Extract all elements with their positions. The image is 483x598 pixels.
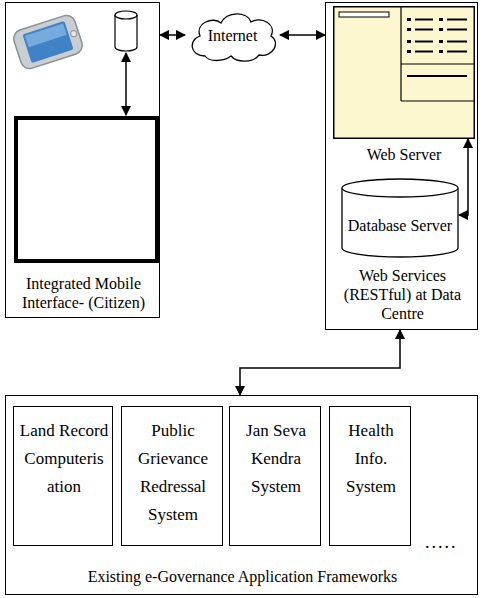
connector-arrow (240, 330, 400, 395)
local-sync-arrow (125, 53, 127, 115)
node-label: Integrated Mobile Interface- (Citizen) (8, 271, 159, 315)
connector-arrow (160, 34, 185, 36)
phone-illustration (11, 13, 84, 71)
internet-cloud: Internet (185, 8, 280, 63)
node-label: Internet (185, 10, 280, 60)
web-server-box: Web Server (333, 6, 475, 139)
web-server-box-outline (333, 6, 475, 139)
node-label: Database Server (341, 199, 459, 251)
application-box: Land Record Computeris ation (13, 406, 113, 546)
mobile-interface-screen (16, 118, 157, 261)
node-label: Existing e-Governance Application Framew… (6, 562, 479, 590)
application-name: Jan Seva Kendra System (232, 417, 320, 542)
local-database-cylinder (115, 11, 137, 51)
data-centre-panel: Web Services (RESTful) at Data Centre Web… (325, 2, 478, 330)
node-label: Web Services (RESTful) at Data Centre (330, 261, 475, 327)
database-cylinder: Database Server (341, 179, 459, 257)
connector-arrow (280, 34, 325, 36)
application-box: Health Info. System (329, 406, 411, 546)
application-name: Public Grievance Redressal System (124, 417, 222, 542)
cylinder-body (342, 188, 458, 257)
application-box: Jan Seva Kendra System (229, 406, 321, 546)
web-page-illustration (334, 6, 475, 138)
application-name: Land Record Computeris ation (16, 417, 112, 542)
frameworks-panel: Existing e-Governance Application Framew… (5, 395, 478, 595)
mobile-panel: Integrated Mobile Interface- (Citizen) (5, 2, 160, 318)
application-name: Health Info. System (332, 417, 410, 542)
continuation-dots: ..... (425, 532, 458, 553)
node-label: Web Server (333, 143, 475, 165)
cylinder-top (342, 179, 458, 197)
application-box: Public Grievance Redressal System (121, 406, 223, 546)
connector-arrow (459, 139, 468, 215)
